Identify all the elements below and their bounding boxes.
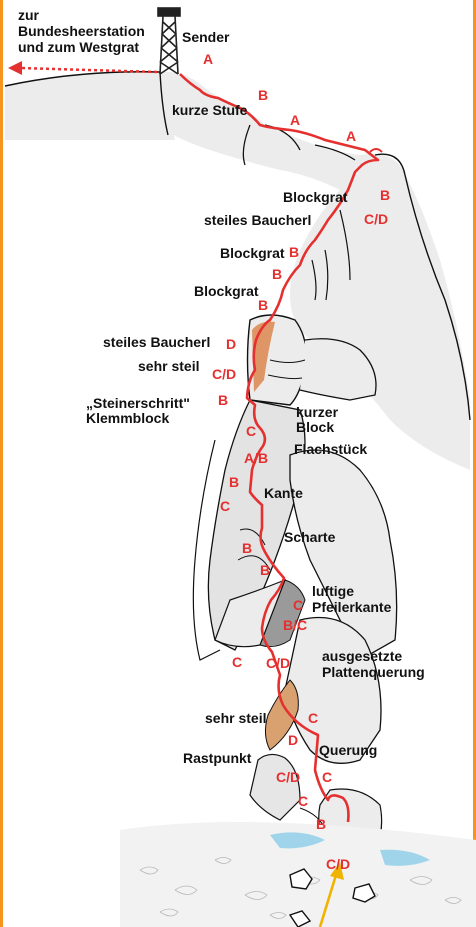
section-label: sehr steil [205, 710, 266, 726]
grade-label: B [242, 540, 252, 556]
route-turn-marker [370, 149, 382, 152]
section-label: sehr steil [138, 358, 199, 374]
grade-label: C/D [276, 769, 300, 785]
section-label: kurze Stufe [172, 102, 248, 118]
left-border [0, 0, 3, 927]
grade-label: A [203, 51, 213, 67]
grade-label: C [298, 793, 308, 809]
grade-label: B [380, 187, 390, 203]
grade-label: C [293, 597, 303, 613]
grade-label: B [258, 87, 268, 103]
section-label: steiles Baucherl [204, 212, 311, 228]
section-label: Rastpunkt [183, 750, 252, 766]
destination-label-line3: und zum Westgrat [18, 39, 139, 55]
transmitter-label: Sender [182, 29, 230, 45]
grade-label: B [229, 474, 239, 490]
grade-label: A [346, 128, 356, 144]
grade-label: B [258, 297, 268, 313]
section-label: Klemmblock [86, 410, 169, 426]
grade-label: C [246, 423, 256, 439]
grade-label: A/B [244, 450, 268, 466]
section-label: Block [296, 419, 334, 435]
section-label: Scharte [284, 529, 336, 545]
rest-point-block [250, 754, 300, 820]
grade-label: A [290, 112, 300, 128]
section-label: „Steinerschritt" [86, 395, 190, 411]
grade-label: D [226, 336, 236, 352]
section-label: Blockgrat [220, 245, 285, 261]
destination-label-line1: zur [18, 7, 40, 23]
section-label: steiles Baucherl [103, 334, 210, 350]
grade-label: C [232, 654, 242, 670]
section-label: Flachstück [294, 441, 367, 457]
section-label: Blockgrat [283, 189, 348, 205]
section-label: ausgesetzte [322, 648, 402, 664]
grade-label: D [288, 732, 298, 748]
transmitter-tower-icon [158, 8, 180, 74]
section-label: Blockgrat [194, 283, 259, 299]
grade-label: C/D [212, 366, 236, 382]
section-label: kurzer [296, 404, 339, 420]
section-label: luftige [312, 583, 354, 599]
section-label: Plattenquerung [322, 664, 425, 680]
destination-label-line2: Bundesheerstation [18, 23, 145, 39]
grade-label: C [308, 710, 318, 726]
grade-label: C/D [364, 211, 388, 227]
summit-plateau [5, 72, 175, 140]
grade-label: B/C [283, 617, 307, 633]
grade-label: C [220, 498, 230, 514]
grade-label: C [322, 769, 332, 785]
grade-label: B [316, 816, 326, 832]
section-label: Pfeilerkante [312, 599, 392, 615]
grade-label: B [289, 244, 299, 260]
grade-label: B [218, 392, 228, 408]
grade-label: C/D [326, 856, 350, 872]
grade-label: B [260, 562, 270, 578]
grade-label: C/D [266, 655, 290, 671]
section-label: Kante [264, 485, 303, 501]
grade-label: B [272, 266, 282, 282]
section-label: Querung [319, 742, 377, 758]
